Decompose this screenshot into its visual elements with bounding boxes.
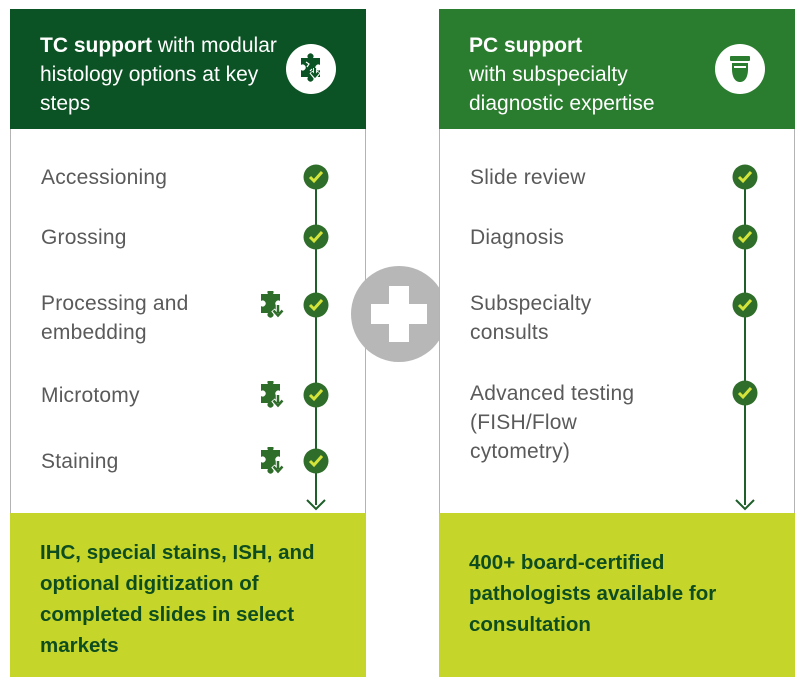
puzzle-download-icon xyxy=(286,44,336,94)
check-icon xyxy=(303,164,329,190)
process-timeline-line xyxy=(744,175,746,505)
tc-support-title: TC support with modular histology option… xyxy=(40,34,277,115)
specimen-tube-icon xyxy=(715,44,765,94)
check-icon xyxy=(732,380,758,406)
step-advanced-testing: Advanced testing (FISH/Flow cytometry) xyxy=(470,382,635,463)
check-icon xyxy=(732,164,758,190)
modular-histology-icon xyxy=(261,381,285,410)
check-icon xyxy=(303,448,329,474)
step-grossing: Grossing xyxy=(41,226,127,249)
tc-support-panel: TC support with modular histology option… xyxy=(10,9,366,677)
plus-icon xyxy=(351,266,447,362)
check-icon xyxy=(303,292,329,318)
modular-histology-icon xyxy=(261,447,285,476)
step-slide-review: Slide review xyxy=(470,166,586,189)
step-microtomy: Microtomy xyxy=(41,384,140,407)
step-staining: Staining xyxy=(41,450,119,473)
step-diagnosis: Diagnosis xyxy=(470,226,565,249)
check-icon xyxy=(303,224,329,250)
process-timeline-line xyxy=(315,175,317,505)
step-accessioning: Accessioning xyxy=(41,166,168,189)
arrow-down-icon xyxy=(306,499,326,511)
pc-support-steps: Slide review Diagnosis Subspecialty cons… xyxy=(439,129,795,513)
modular-histology-icon xyxy=(261,291,285,320)
tc-support-footer: IHC, special stains, ISH, and optional d… xyxy=(10,513,366,677)
pc-support-footer: 400+ board-certified pathologists availa… xyxy=(439,513,795,677)
tc-footer-text: IHC, special stains, ISH, and optional d… xyxy=(40,541,315,657)
tc-support-header: TC support with modular histology option… xyxy=(10,9,366,129)
arrow-down-icon xyxy=(735,499,755,511)
check-icon xyxy=(732,292,758,318)
step-subspecialty-consults: Subspecialty consults xyxy=(470,292,592,344)
step-processing-embedding: Processing and embedding xyxy=(41,292,189,344)
check-icon xyxy=(732,224,758,250)
pc-footer-text: 400+ board-certified pathologists availa… xyxy=(469,551,717,636)
check-icon xyxy=(303,382,329,408)
tc-support-steps: Accessioning Grossing Processing and emb… xyxy=(10,129,366,513)
